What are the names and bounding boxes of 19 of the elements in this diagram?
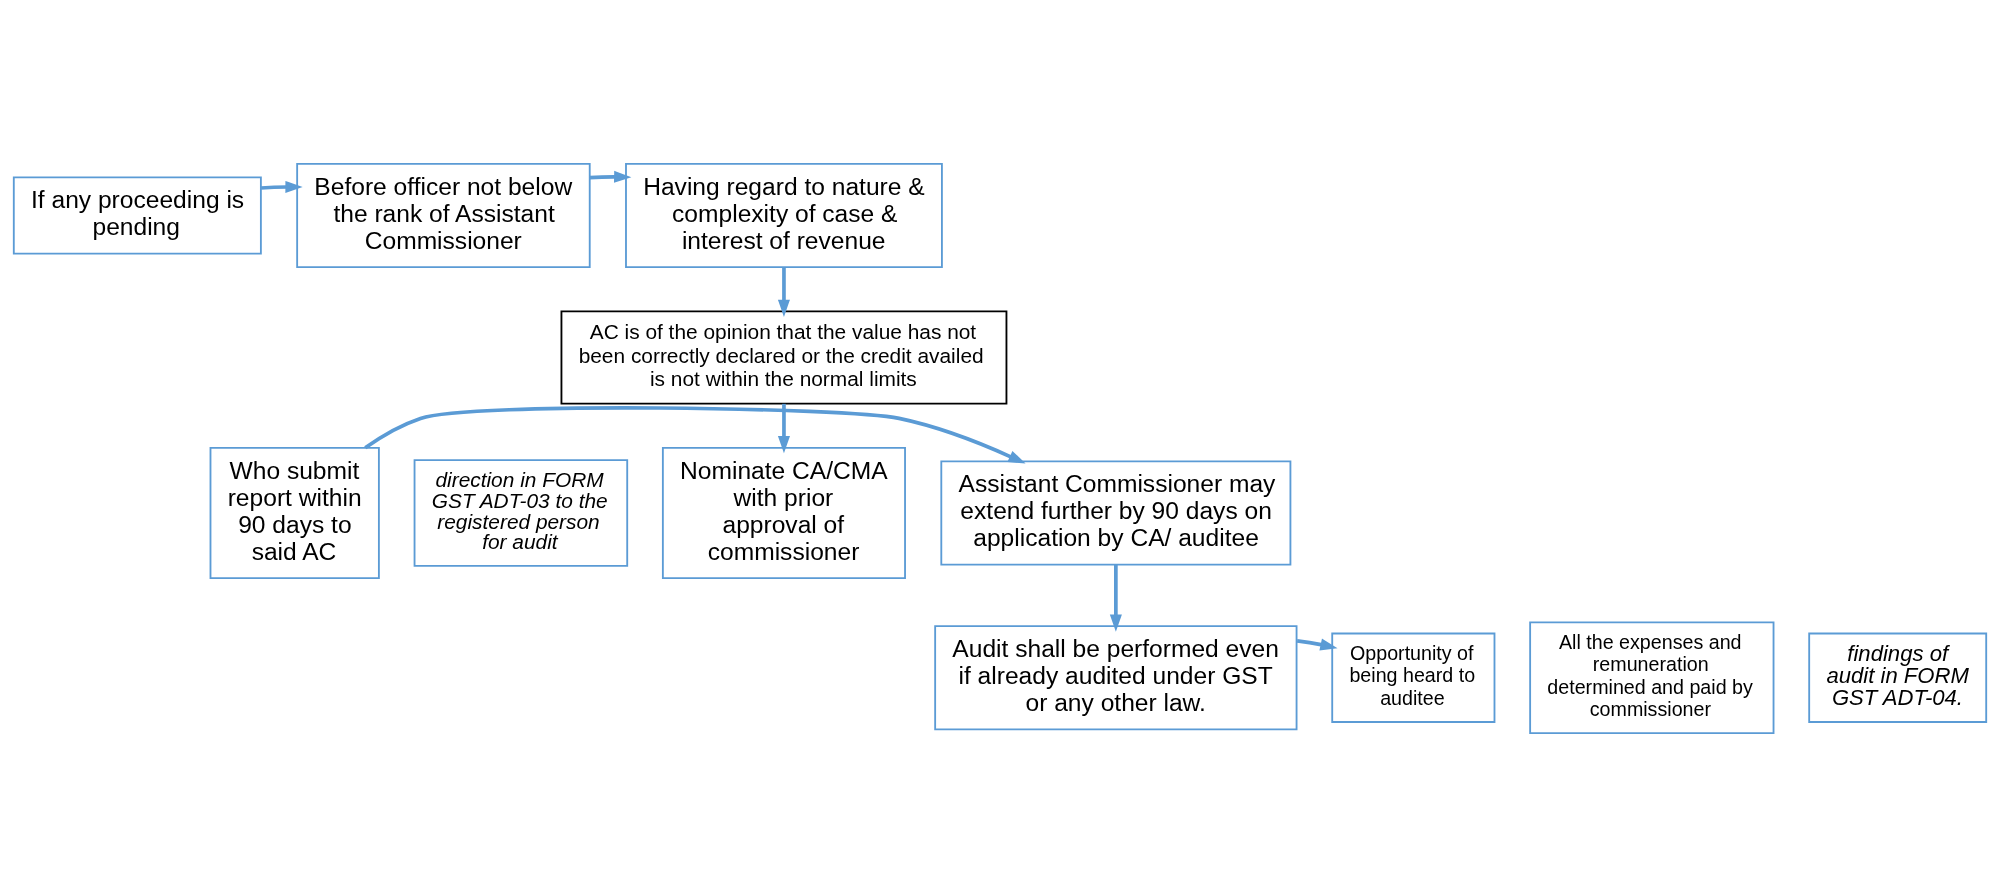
arrow [1109, 564, 1122, 632]
node-box: All the expenses and remuneration determined and paid by commissioner [1529, 621, 1775, 734]
node-box: Audit shall be performed even if already audited under GST or any other law. [934, 624, 1298, 730]
node-box: Who submit report within 90 days to said AC [209, 446, 380, 579]
node-box: AC is of the opinion that the value has not been correctly declared or the credit availed is not within the normal limits [560, 310, 1008, 405]
arrow [777, 267, 790, 317]
arrow [260, 180, 303, 193]
node-box: If any proceeding is pending [12, 176, 262, 255]
node-box: direction in FORM GST ADT-03 to the registered person for audit [413, 458, 629, 567]
node-box: Before officer not below the rank of Assistant Commissioner [296, 162, 591, 268]
arrow [1296, 638, 1338, 650]
node-box: Nominate CA/CMA with prior approval of commissioner [661, 446, 906, 579]
arrow [777, 403, 790, 453]
arrow [589, 170, 632, 183]
node-box: Opportunity of being heard to auditee [1331, 632, 1496, 723]
arrow [364, 405, 1026, 464]
node-box: Assistant Commissioner may extend further by 90 days on application by CA/ auditee [940, 460, 1292, 566]
node-box: Having regard to nature & complexity of case & interest of revenue [625, 162, 943, 268]
node-box: findings of audit in FORM GST ADT-04. [1808, 632, 1988, 723]
